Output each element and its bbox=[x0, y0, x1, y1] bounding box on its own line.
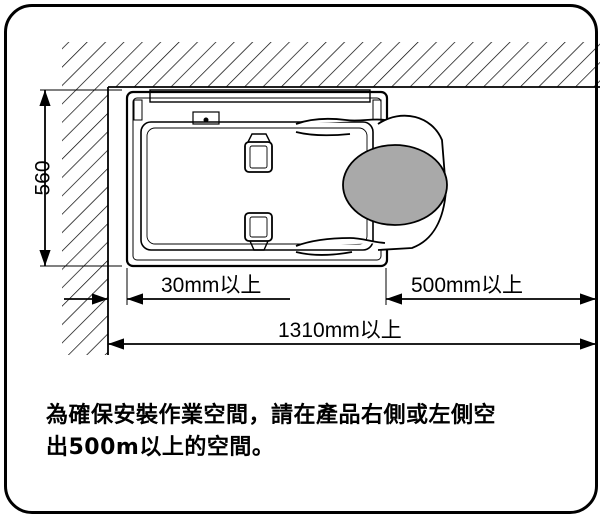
caption-line-1: 為確保安裝作業空間，請在產品右側或左側空 bbox=[46, 403, 497, 428]
instruction-caption: 為確保安裝作業空間，請在產品右側或左側空 出500m以上的空間。 bbox=[46, 400, 586, 464]
dimension-lines bbox=[39, 89, 596, 355]
depth-dimension-label: 560 bbox=[32, 160, 55, 195]
side-gap-label: 30mm以上 bbox=[161, 274, 261, 297]
front-space-label: 500mm以上 bbox=[411, 274, 523, 297]
total-width-label: 1310mm以上 bbox=[278, 319, 402, 342]
product-top-view bbox=[125, 89, 389, 268]
worker-top-view bbox=[295, 114, 448, 256]
caption-line-2: 出500m以上的空間。 bbox=[46, 435, 275, 460]
wall-hatching bbox=[62, 42, 600, 355]
wall-lines bbox=[107, 86, 600, 355]
